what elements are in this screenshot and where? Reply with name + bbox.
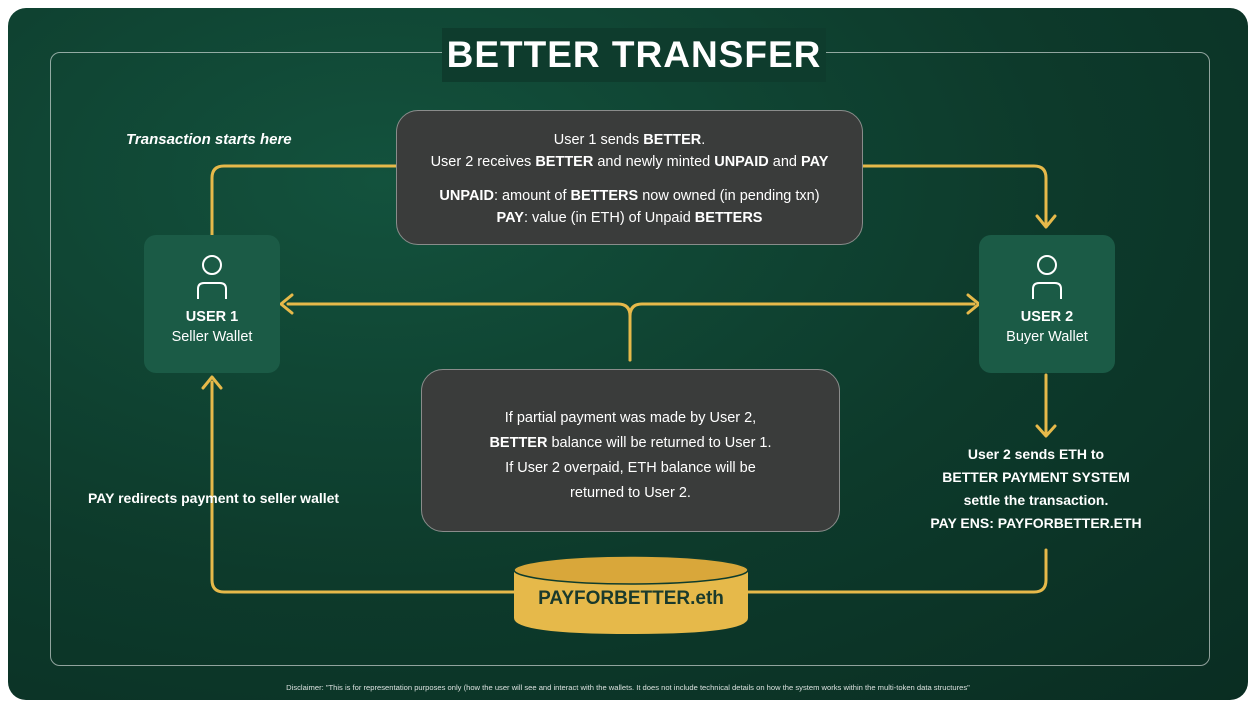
transaction-start-label: Transaction starts here xyxy=(126,131,292,148)
arrow-head-user1-bottom xyxy=(201,375,223,390)
flow-line-top-right xyxy=(861,164,1048,228)
arrow-head-user1-mid xyxy=(279,293,294,315)
flow-line-bottom-left xyxy=(210,380,516,594)
user1-role: Seller Wallet xyxy=(171,329,253,345)
diagram-card: BETTER TRANSFER Transaction s xyxy=(8,8,1248,700)
contract-label: PAYFORBETTER.eth xyxy=(538,588,724,609)
info-line-2: User 2 receives BETTER and newly minted … xyxy=(430,154,829,170)
user1-seller-wallet-card: USER 1 Seller Wallet xyxy=(144,235,280,373)
title-plate: BETTER TRANSFER xyxy=(442,28,826,82)
mid-line-3: If User 2 overpaid, ETH balance will be xyxy=(505,460,756,476)
transfer-info-box: User 1 sends BETTER. User 2 receives BET… xyxy=(396,110,863,245)
info-line-4: PAY: value (in ETH) of Unpaid BETTERS xyxy=(496,210,763,226)
info-line-3: UNPAID: amount of BETTERS now owned (in … xyxy=(439,188,820,204)
user-icon xyxy=(1032,255,1062,299)
user1-name: USER 1 xyxy=(185,309,239,325)
mid-line-4: returned to User 2. xyxy=(570,485,691,501)
flow-connectors xyxy=(201,164,1057,634)
user-icon xyxy=(197,255,227,299)
flow-line-mid-right xyxy=(628,302,976,362)
mid-line-1: If partial payment was made by User 2, xyxy=(504,410,757,426)
database-cylinder-icon xyxy=(513,555,749,634)
flow-line-top xyxy=(210,164,398,237)
diagram-title: BETTER TRANSFER xyxy=(446,34,822,75)
balance-return-info-box: If partial payment was made by User 2, B… xyxy=(421,369,840,532)
flow-line-mid-left xyxy=(286,302,632,362)
arrow-head-user2-down xyxy=(1035,424,1057,438)
flow-line-bottom-right xyxy=(746,548,1048,594)
user2-sends-eth-label: User 2 sends ETH to BETTER PAYMENT SYSTE… xyxy=(930,446,1142,531)
pay-redirect-label: PAY redirects payment to seller wallet xyxy=(88,490,340,506)
user2-role: Buyer Wallet xyxy=(1006,329,1088,345)
arrow-head-user2-top xyxy=(1035,214,1057,229)
disclaimer-text: Disclaimer: "This is for representation … xyxy=(286,683,970,692)
user2-name: USER 2 xyxy=(1020,309,1074,325)
info-line-1: User 1 sends BETTER. xyxy=(553,132,706,148)
mid-line-2: BETTER balance will be returned to User … xyxy=(489,435,772,451)
user2-buyer-wallet-card: USER 2 Buyer Wallet xyxy=(979,235,1115,373)
